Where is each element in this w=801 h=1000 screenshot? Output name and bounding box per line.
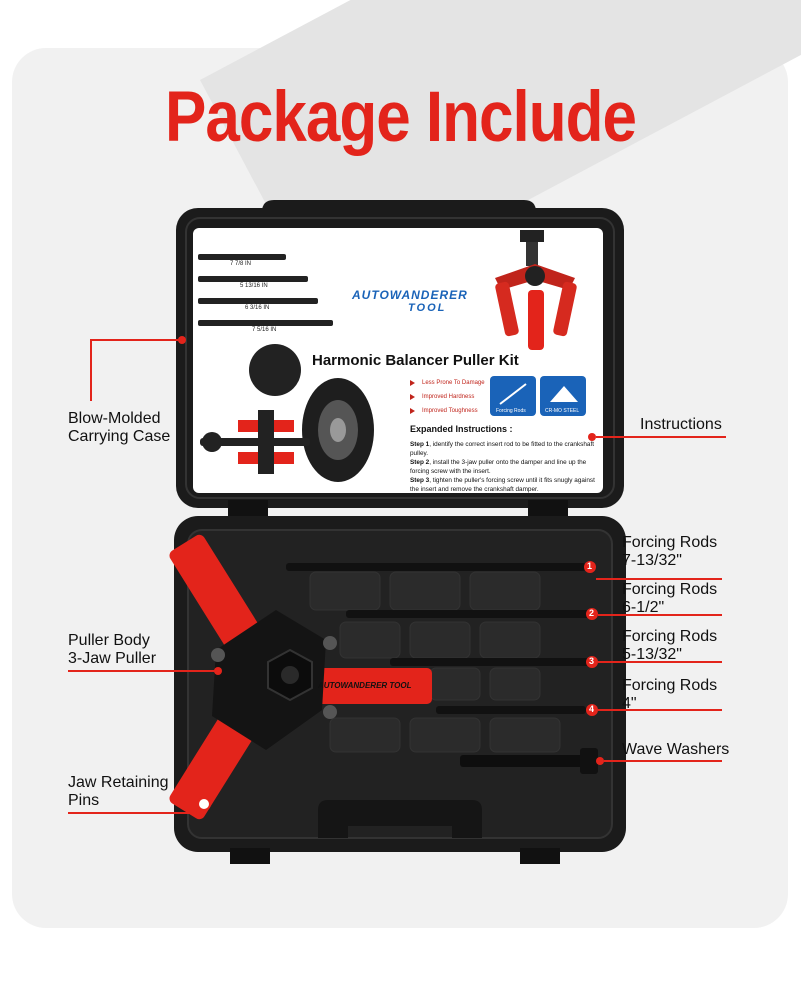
- callout-dot-pins: [196, 809, 204, 817]
- callout-instructions: Instructions: [640, 416, 722, 433]
- rod-label-1: 7 7/8 IN: [230, 261, 252, 267]
- callout-rod3-line1: Forcing Rods: [622, 628, 718, 645]
- card-balancer-illustration: [200, 344, 374, 482]
- callout-dot-puller: [214, 667, 222, 675]
- callout-line-rod2: [598, 614, 722, 616]
- callout-dot-instructions: [588, 433, 596, 441]
- callout-rod4: Forcing Rods 4": [622, 677, 717, 713]
- callout-case: Blow-Molded Carrying Case: [68, 410, 170, 446]
- callout-rod4-line2: 4": [622, 695, 637, 712]
- page-title: Package Include: [165, 77, 637, 158]
- badge-crmo-steel: CR-MO STEEL: [545, 408, 580, 414]
- callout-rod4-line1: Forcing Rods: [622, 677, 718, 694]
- puller-body: [169, 534, 432, 820]
- rod-label-2: 5 13/16 IN: [240, 283, 268, 289]
- callout-line-rod4: [598, 709, 722, 711]
- callout-puller: Puller Body 3-Jaw Puller: [68, 632, 156, 668]
- rod-number-markers: [584, 561, 598, 716]
- rod-number-1: 1: [587, 561, 593, 571]
- callout-dot-washers: [596, 757, 604, 765]
- callout-rod2-line1: Forcing Rods: [622, 581, 718, 598]
- rod-number-3: 3: [589, 656, 595, 666]
- brand-logo: AUTOWANDERER: [352, 288, 468, 302]
- forcing-screw: [460, 748, 598, 774]
- callout-rod3-line2: 5-13/32": [622, 646, 682, 663]
- kit-title: Harmonic Balancer Puller Kit: [312, 352, 519, 369]
- callout-case-line1: Blow-Molded: [68, 410, 161, 427]
- badge-forcing-rods: Forcing Rods: [496, 408, 526, 414]
- feature-3: Improved Toughness: [422, 408, 478, 414]
- card-badges: [490, 376, 586, 416]
- callout-line-washers: [604, 760, 722, 762]
- callout-pins-line1: Jaw Retaining: [68, 774, 169, 791]
- callout-puller-line2: 3-Jaw Puller: [68, 650, 157, 667]
- callout-rod1: Forcing Rods 7-13/32": [622, 534, 717, 570]
- callout-rod3: Forcing Rods 5-13/32": [622, 628, 717, 664]
- callout-rod1-line2: 7-13/32": [622, 552, 682, 569]
- rod-number-4: 4: [589, 704, 595, 714]
- callout-puller-line1: Puller Body: [68, 632, 150, 649]
- step-3: Step 3, tighten the puller's forcing scr…: [410, 477, 595, 493]
- card-puller-illustration: [495, 230, 577, 350]
- callout-line-case-h: [90, 339, 182, 341]
- callout-pins: Jaw Retaining Pins: [68, 774, 169, 810]
- callout-rod2-line2: 6-1/2": [622, 599, 665, 616]
- step-2: Step 2, install the 3-jaw puller onto th…: [410, 459, 587, 475]
- arm-text-center: AUTOWANDERER TOOL: [317, 681, 412, 690]
- callout-line-puller: [68, 670, 218, 672]
- rod-label-3: 6 3/16 IN: [245, 305, 270, 311]
- callout-pins-line2: Pins: [68, 792, 100, 809]
- callout-line-case-v: [90, 339, 92, 401]
- card-rods-illustration: [198, 254, 333, 326]
- step-1: Step 1, identify the correct insert rod …: [410, 441, 595, 457]
- callout-line-rod1: [596, 578, 722, 580]
- instructions-heading: Expanded Instructions :: [410, 424, 513, 434]
- feature-2: Improved Hardness: [422, 394, 475, 400]
- rod-number-2: 2: [589, 608, 595, 618]
- instruction-steps: Step 1, identify the correct insert rod …: [410, 440, 600, 494]
- callout-rod1-line1: Forcing Rods: [622, 534, 718, 551]
- rod-label-4: 7 5/16 IN: [252, 327, 277, 333]
- callout-dot-case: [178, 336, 186, 344]
- callout-line-instructions: [596, 436, 726, 438]
- callout-line-pins: [68, 812, 200, 814]
- callout-rod2: Forcing Rods 6-1/2": [622, 581, 717, 617]
- case-bottom-handle: [318, 800, 482, 838]
- brand-logo-tool: TOOL: [408, 302, 447, 314]
- forcing-rods: [286, 563, 590, 714]
- feature-1: Less Prone To Damage: [422, 380, 485, 386]
- callout-washers: Wave Washers: [622, 741, 730, 758]
- callout-case-line2: Carrying Case: [68, 428, 171, 445]
- callout-line-rod3: [598, 661, 722, 663]
